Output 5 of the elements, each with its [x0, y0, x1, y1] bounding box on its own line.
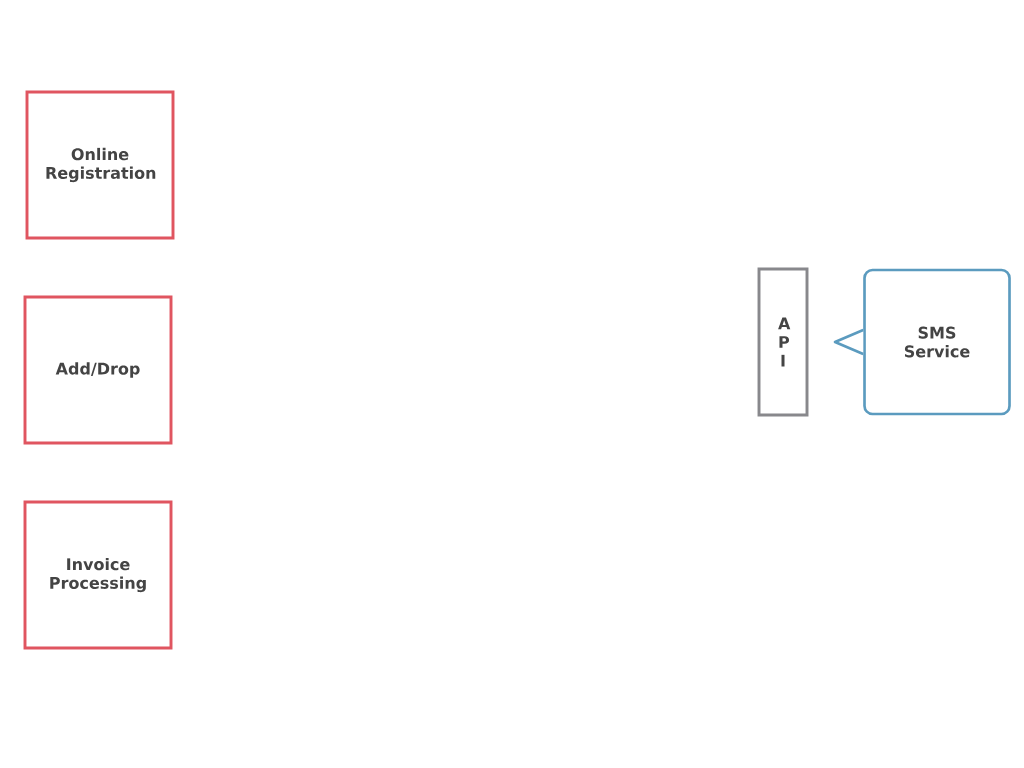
api-box: A P I	[757, 267, 809, 417]
process-box: Invoice Processing	[23, 500, 173, 650]
process-box: Add/Drop	[23, 295, 173, 445]
speech-bubble: SMS Service	[833, 268, 1011, 416]
process-box: Online Registration	[25, 90, 175, 240]
